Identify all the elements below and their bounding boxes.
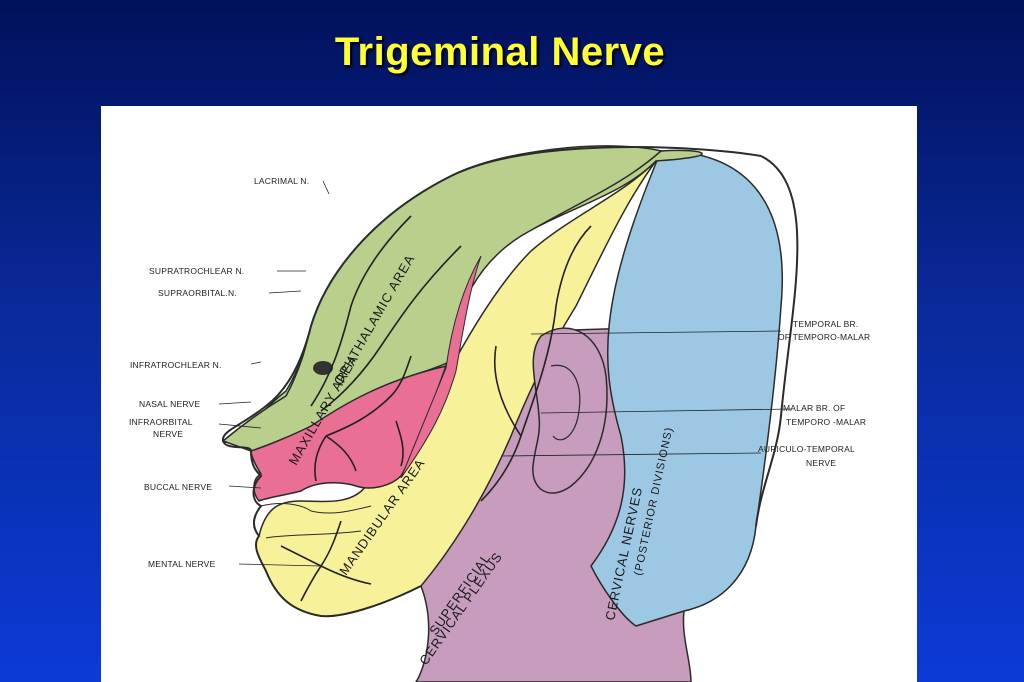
leader-lines — [218, 180, 792, 567]
posterior-cervical-region — [590, 150, 783, 627]
label-temporo-malar: TEMPORO -MALAR — [786, 417, 866, 427]
label-infraorbital: INFRAORBITAL — [129, 417, 193, 427]
label-supratrochlear: SUPRATROCHLEAR N. — [149, 266, 244, 276]
label-mental-nerve: MENTAL NERVE — [148, 559, 216, 569]
label-infratrochlear: INFRATROCHLEAR N. — [130, 360, 222, 370]
trigeminal-diagram: OPHTHALAMIC AREA MAXILLARY AREA MANDIBUL… — [101, 106, 917, 682]
label-auriculo-temporal: AURICULO-TEMPORAL — [758, 444, 855, 454]
maxillary-region — [250, 255, 482, 502]
label-supraorbital: SUPRAORBITAL.N. — [158, 288, 237, 298]
nerve-branches — [280, 215, 592, 602]
head-outline — [221, 146, 762, 618]
label-malar-br: MALAR BR. OF — [783, 403, 845, 413]
ear — [532, 327, 608, 494]
label-lacrimal: LACRIMAL N. — [254, 176, 309, 186]
slide-title: Trigeminal Nerve — [334, 30, 666, 74]
label-of-temporo-malar: OF TEMPORO-MALAR — [778, 332, 870, 342]
label-nasal-nerve: NASAL NERVE — [139, 399, 200, 409]
eye — [313, 361, 333, 375]
label-buccal-nerve: BUCCAL NERVE — [144, 482, 212, 492]
label-infraorbital-nerve: NERVE — [153, 429, 183, 439]
label-auriculo-temporal-nerve: NERVE — [806, 458, 836, 468]
label-temporal-br: TEMPORAL BR. — [793, 319, 858, 329]
